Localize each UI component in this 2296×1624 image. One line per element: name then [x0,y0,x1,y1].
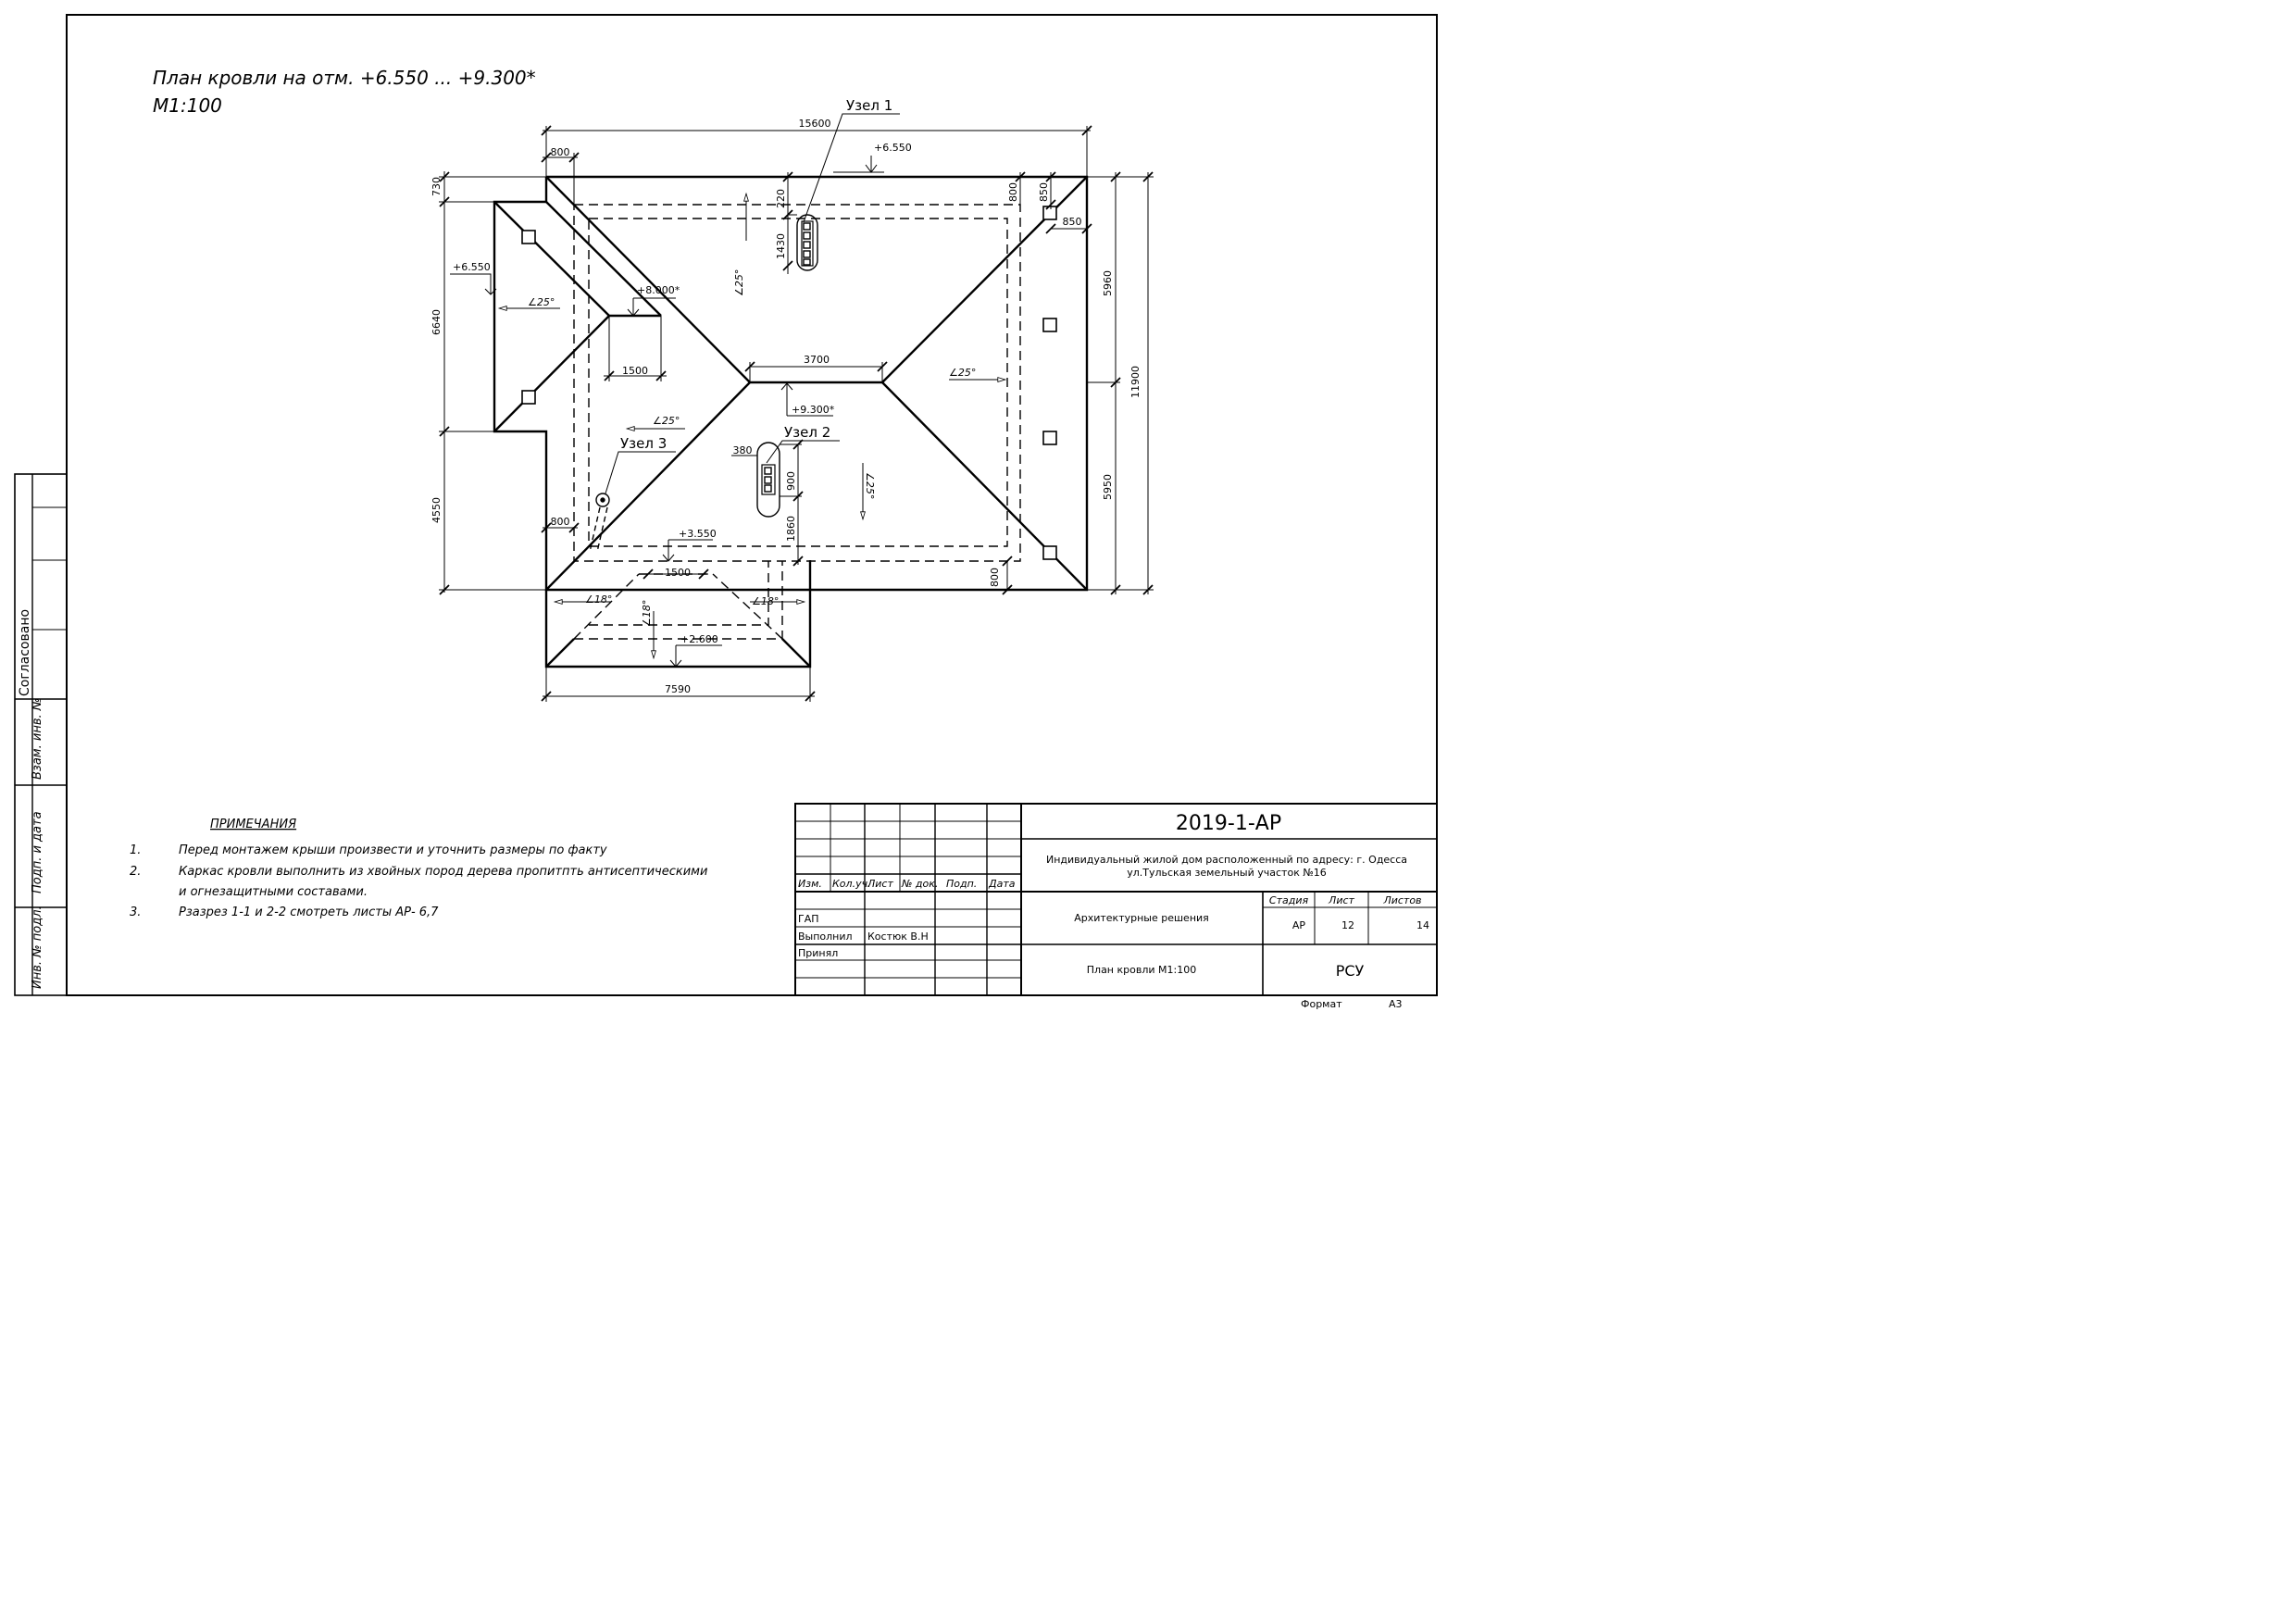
roof-vents [521,206,1057,560]
note-2-num: 2. [130,865,141,879]
level-eave-left: +6.550 [453,261,491,273]
dim-900: 900 [785,471,797,491]
hdr-kol: Кол.уч. [832,878,871,890]
dim-380: 380 [733,444,753,456]
dim-800-tr: 800 [1007,182,1019,202]
hdr-list: Лист [867,878,893,890]
section-title: Архитектурные решения [1074,912,1209,924]
role-vypolnil: Выполнил [798,931,853,943]
dim-850-v: 850 [1038,182,1050,202]
sheet-title: План кровли М1:100 [1087,964,1196,976]
chimney-2 [756,442,780,518]
slope-porch-left: ∠18° [585,593,612,606]
title-block [794,803,1438,996]
dimension-texts: 15600 800 730 6640 4550 5960 5950 11900 … [430,118,1142,695]
slope-left-lower: ∠25° [653,415,680,427]
hdr-ndok: № док. [901,878,938,890]
dim-11900: 11900 [1129,366,1142,398]
format-label: Формат [1301,998,1342,1010]
dimension-lines [439,113,1154,702]
stage-label: Стадия [1269,894,1309,906]
note-2-text-cont: и огнезащитными составами. [179,885,368,899]
drawing-scale: М1:100 [153,94,222,117]
dim-3700: 3700 [804,354,830,366]
dim-800-bl: 800 [551,516,570,528]
dim-850-h: 850 [1063,216,1082,228]
agreed-label: Согласовано [18,609,32,696]
sheet-value: 12 [1341,919,1354,931]
note-1-num: 1. [130,843,141,857]
note-2-text: Каркас кровли выполнить из хвойных пород… [179,865,707,879]
slope-porch-mid: ∠18° [641,600,653,627]
slope-arrows [497,192,1007,660]
slope-left-wing: ∠25° [528,296,555,308]
sheet-label: Лист [1328,894,1354,906]
drain-node-3 [589,493,610,553]
notes-heading: ПРИМЕЧАНИЯ [210,818,296,831]
author-name: Костюк В.Н [867,931,929,943]
dim-1430: 1430 [775,233,787,259]
dim-6640: 6640 [430,309,443,335]
replace-inv-label: Взам. инв. № [31,698,44,780]
project-line-2: ул.Тульская земельный участок №16 [1127,867,1327,879]
level-main-ridge: +9.300* [792,404,835,416]
level-eave-top: +6.550 [874,142,912,154]
role-prinyal: Принял [798,947,838,959]
sheets-value: 14 [1416,919,1429,931]
level-marks: +6.550 +6.550 +8.000* +9.300* +3.550 +2.… [453,142,912,645]
note-1-text: Перед монтажем крыши произвести и уточни… [179,843,607,857]
stage-value: АР [1292,919,1306,931]
dim-5950: 5950 [1102,474,1114,500]
dim-800-top: 800 [551,146,570,158]
inv-orig-label: Инв. № подл. [31,906,44,989]
note-3-text: Рзазрез 1-1 и 2-2 смотреть листы АР- 6,7 [179,906,439,919]
sheets-label: Листов [1382,894,1421,906]
level-wing-ridge: +8.000* [637,284,680,296]
dim-1860: 1860 [785,516,797,542]
hdr-podp: Подп. [946,878,977,890]
dim-porch-1500: 1500 [665,567,691,579]
slope-labels: ∠25° ∠25° ∠25° ∠25° ∠25° ∠18° ∠18° ∠18° [528,269,976,627]
note-3-num: 3. [130,906,141,919]
dim-220: 220 [775,189,787,208]
project-line-1: Индивидуальный жилой дом расположенный п… [1046,854,1407,866]
dim-7590: 7590 [665,683,691,695]
dim-730: 730 [430,177,443,196]
drawing-sheet: Согласовано Взам. инв. № Подп. и дата Ин… [14,14,1438,1010]
dim-800-br: 800 [989,568,1001,587]
dim-5960: 5960 [1102,270,1114,296]
chimney-1 [796,214,818,271]
level-porch-eave: +2.600 [680,633,718,645]
dim-15600: 15600 [799,118,831,130]
title-block-text: 2019-1-АР Индивидуальный жилой дом распо… [798,812,1429,980]
slope-top: ∠25° [733,269,745,296]
dim-wing-1500: 1500 [622,365,648,377]
node-3-label: Узел 3 [620,435,667,452]
node-2-label: Узел 2 [784,424,830,441]
level-porch-top: +3.550 [679,528,717,540]
roof-outline [493,175,1089,668]
dim-4550: 4550 [430,497,443,523]
doc-code: 2019-1-АР [1176,812,1281,835]
drawing-title: План кровли на отм. +6.550 ... +9.300* [153,67,536,89]
slope-bottom: ∠25° [864,472,876,499]
side-stamp [14,473,68,996]
hdr-data: Дата [988,878,1016,890]
node-1-label: Узел 1 [846,97,892,114]
role-gap: ГАП [798,913,819,925]
format-value: А3 [1389,998,1403,1010]
sign-date-label: Подп. и дата [31,811,44,893]
org-name: РСУ [1336,962,1365,980]
slope-porch-right: ∠18° [752,595,779,607]
wall-lines-dashed [573,204,1021,640]
hdr-izm: Изм. [798,878,822,890]
slope-right: ∠25° [949,367,976,379]
